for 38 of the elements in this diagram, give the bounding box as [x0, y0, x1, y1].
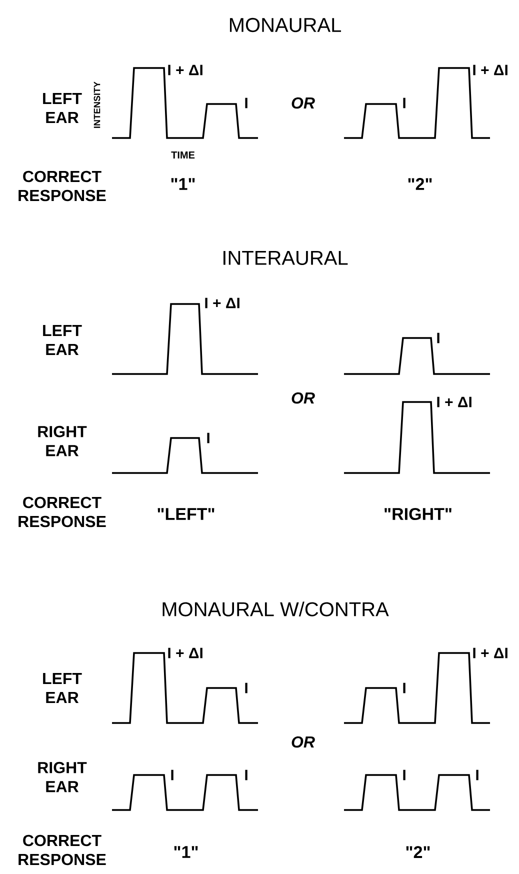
response-value: "2" — [406, 846, 430, 858]
or-label: OR — [292, 736, 315, 748]
response-value: "2" — [408, 178, 432, 190]
response-value: "1" — [171, 178, 195, 190]
or-label: OR — [292, 97, 315, 109]
level-label: I + ΔI — [205, 298, 240, 308]
response-label: CORRECT RESPONSE — [18, 170, 106, 202]
response-value: "RIGHT" — [384, 508, 452, 520]
level-label: I — [245, 770, 248, 780]
response-value: "LEFT" — [158, 508, 214, 520]
section-heading: MONAURAL W/CONTRA — [162, 602, 389, 616]
response-value: "1" — [174, 846, 198, 858]
level-label: I — [403, 682, 406, 694]
level-label: I + ΔI — [168, 648, 202, 658]
ear-label: LEFT EAR — [43, 93, 82, 123]
level-label: I — [245, 98, 248, 108]
level-label: I — [207, 432, 210, 444]
axis-label: INTENSITY — [94, 82, 100, 128]
level-label: I — [171, 770, 174, 780]
ear-label: LEFT EAR — [43, 325, 82, 355]
response-label: CORRECT RESPONSE — [18, 834, 106, 866]
level-label: I — [437, 332, 440, 344]
or-label: OR — [292, 392, 315, 404]
level-label: I + ΔI — [473, 648, 508, 658]
level-label: I — [476, 770, 478, 780]
level-label: I — [403, 770, 406, 780]
section-heading: MONAURAL — [230, 18, 341, 32]
level-label: I + ΔI — [437, 396, 472, 408]
level-label: I — [403, 98, 406, 108]
section-heading: INTERAURAL — [224, 251, 348, 265]
axis-label: TIME — [171, 152, 195, 158]
response-label: CORRECT RESPONSE — [18, 496, 106, 528]
level-label: I + ΔI — [473, 64, 508, 76]
ear-label: RIGHT EAR — [38, 426, 87, 456]
level-label: I — [245, 682, 248, 694]
ear-label: LEFT EAR — [43, 673, 82, 703]
ear-label: RIGHT EAR — [38, 762, 87, 792]
level-label: I + ΔI — [168, 64, 202, 76]
